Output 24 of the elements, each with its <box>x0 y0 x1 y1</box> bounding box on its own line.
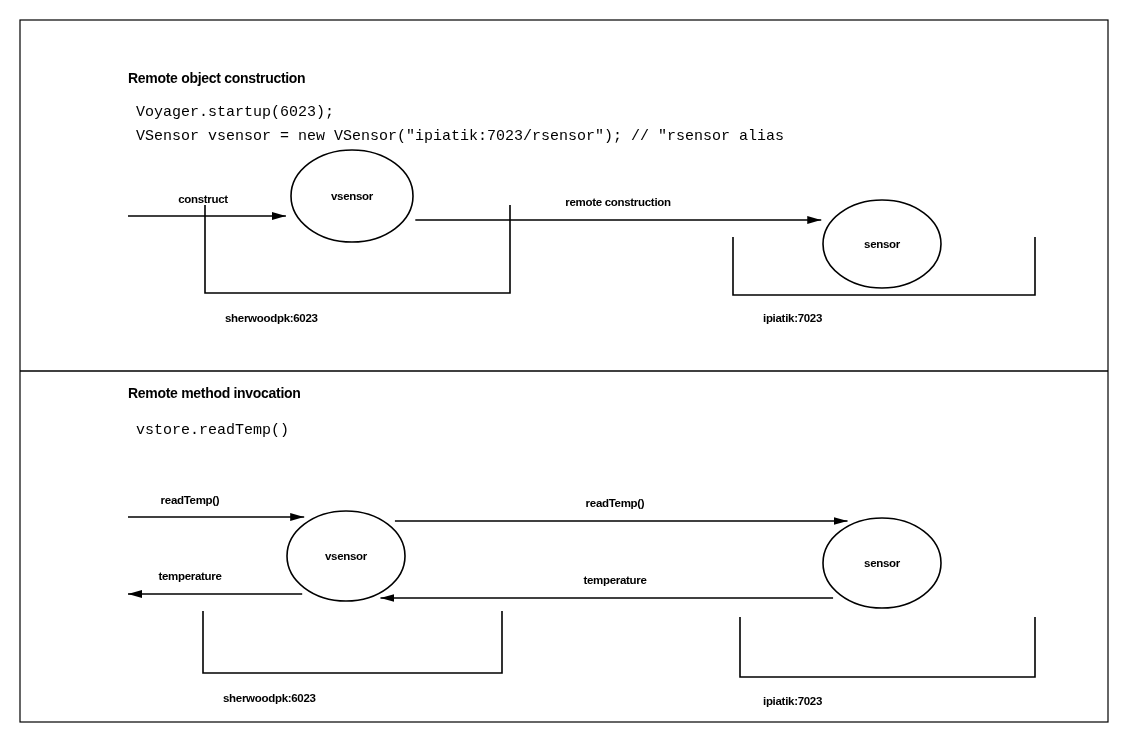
arrow <box>127 590 303 598</box>
object-circle: sensor <box>822 199 942 289</box>
arrow <box>127 212 287 220</box>
object-circle: vsensor <box>290 149 414 243</box>
host-label: sherwoodpk:6023 <box>223 692 316 704</box>
code-line: Voyager.startup(6023); <box>136 104 335 121</box>
edge-label: readTemp() <box>158 494 222 506</box>
object-circle: sensor <box>822 517 942 609</box>
edge-label: readTemp() <box>583 497 647 509</box>
arrow <box>127 513 305 521</box>
edge-label: construct <box>176 193 230 205</box>
edge-label: temperature <box>581 574 649 586</box>
object-circle: vsensor <box>286 510 406 602</box>
arrow <box>394 517 849 525</box>
arrow <box>379 594 834 602</box>
edge-label: remote construction <box>563 196 673 208</box>
arrow <box>414 216 823 224</box>
host-label: sherwoodpk:6023 <box>225 312 318 324</box>
code-line: vstore.readTemp() <box>136 422 290 439</box>
host-label: ipiatik:7023 <box>763 695 823 707</box>
edge-label: temperature <box>156 570 224 582</box>
section-heading: Remote method invocation <box>128 385 301 401</box>
host-label: ipiatik:7023 <box>763 312 823 324</box>
section-heading: Remote object construction <box>128 70 306 86</box>
